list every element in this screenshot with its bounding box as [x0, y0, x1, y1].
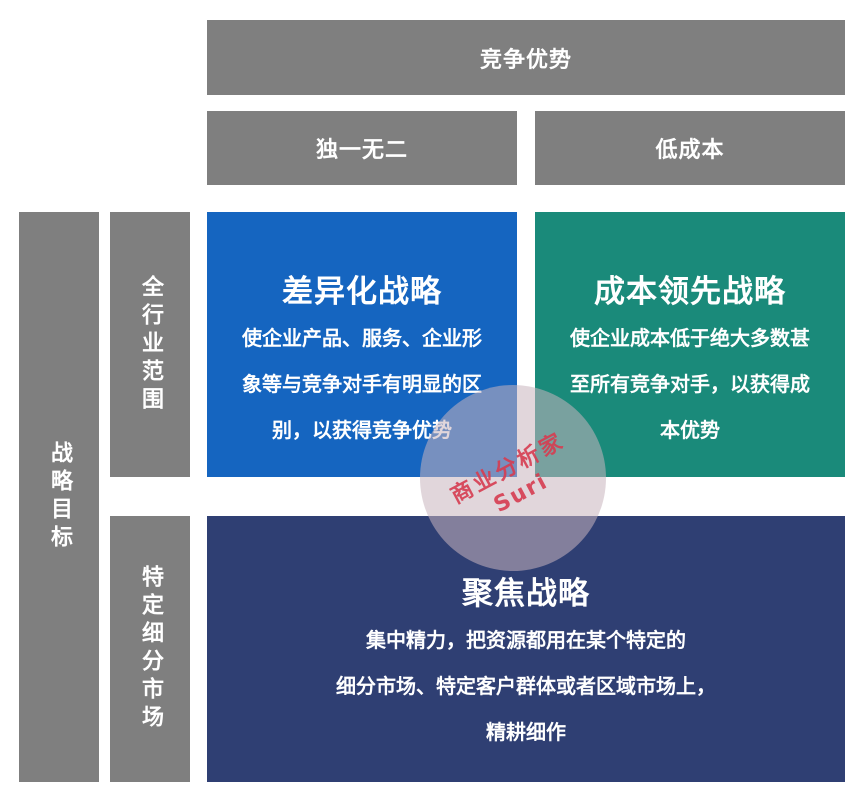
niche-market-label-box: 特定细分市场 [110, 516, 190, 782]
differentiation-strategy-desc: 使企业产品、服务、企业形 象等与竞争对手有明显的区 别，以获得竞争优势 [242, 326, 482, 442]
strategic-target-label-box: 战略目标 [19, 212, 99, 782]
cost-leadership-strategy-box: 成本领先战略 使企业成本低于绝大多数甚 至所有竞争对手，以获得成 本优势 [535, 212, 845, 477]
focus-strategy-title: 聚焦战略 [462, 576, 590, 612]
niche-market-label: 特定细分市场 [138, 565, 163, 733]
differentiation-strategy-box: 差异化战略 使企业产品、服务、企业形 象等与竞争对手有明显的区 别，以获得竞争优… [207, 212, 517, 477]
cost-leadership-strategy-title: 成本领先战略 [594, 274, 786, 310]
unique-label: 独一无二 [315, 138, 408, 163]
low-cost-label: 低成本 [655, 138, 725, 163]
competitive-advantage-header: 竞争优势 [207, 20, 845, 95]
competitive-advantage-label: 竞争优势 [479, 47, 572, 73]
strategic-target-label: 战略目标 [47, 441, 72, 553]
unique-header: 独一无二 [207, 111, 517, 185]
differentiation-strategy-title: 差异化战略 [282, 274, 442, 310]
focus-strategy-desc: 集中精力，把资源都用在某个特定的 细分市场、特定客户群体或者区域市场上， 精耕细… [336, 628, 716, 744]
low-cost-header: 低成本 [535, 111, 845, 185]
cost-leadership-strategy-desc: 使企业成本低于绝大多数甚 至所有竞争对手，以获得成 本优势 [570, 326, 810, 442]
industry-wide-label: 全行业范围 [138, 274, 163, 415]
industry-wide-label-box: 全行业范围 [110, 212, 190, 477]
